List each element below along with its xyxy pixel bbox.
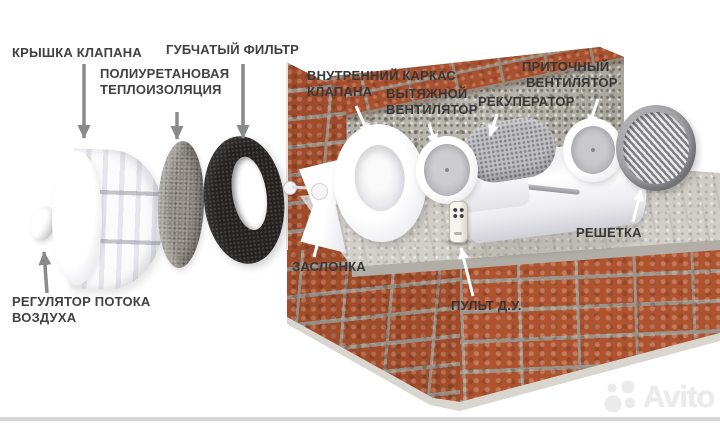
supply-fan-face [563, 118, 623, 182]
exhaust-fan-hub-dot [445, 168, 449, 172]
label-supply-fan: ПРИТОЧНЫЙ ВЕНТИЛЯТОР [522, 59, 618, 91]
label-flow-regulator-line1: РЕГУЛЯТОР ПОТОКА [12, 294, 151, 309]
label-insulation-line2: ТЕПЛОИЗОЛЯЦИЯ [100, 82, 222, 97]
label-exhaust-fan-line2: ВЕНТИЛЯТОР [386, 102, 478, 117]
avito-circles-icon [604, 380, 636, 413]
label-flow-regulator: РЕГУЛЯТОР ПОТОКА ВОЗДУХА [12, 294, 151, 326]
label-inner-frame: ВНУТРЕННИЙ КАРКАС КЛАПАНА [307, 68, 456, 100]
insulation-disc [155, 140, 207, 269]
label-remote: ПУЛЬТ Д.У. [451, 298, 522, 313]
label-flow-regulator-line2: ВОЗДУХА [12, 310, 77, 325]
label-grille: РЕШЕТКА [576, 225, 642, 240]
label-damper: ЗАСЛОНКА [292, 259, 366, 274]
remote-control [449, 201, 468, 243]
inner-frame-opening [352, 143, 407, 213]
sponge-filter-ring [197, 132, 291, 268]
grille-ring [616, 105, 696, 191]
label-insulation: ПОЛИУРЕТАНОВАЯ ТЕПЛОИЗОЛЯЦИЯ [100, 66, 229, 98]
label-exhaust-fan-line1: ВЫТЯЖНОЙ [386, 86, 468, 101]
arrow-flow-regulator [38, 251, 52, 294]
label-supply-fan-line2: ВЕНТИЛЯТОР [526, 75, 618, 90]
sponge-filter-hole [226, 154, 272, 233]
supply-fan-hub-dot [591, 148, 595, 152]
avito-watermark-text: Avito [643, 379, 715, 414]
grille-mesh [623, 112, 689, 184]
exhaust-fan-face [416, 136, 478, 204]
label-inner-frame-line2: КЛАПАНА [307, 84, 373, 99]
label-insulation-line1: ПОЛИУРЕТАНОВАЯ [100, 66, 230, 81]
valve-cover-face [52, 151, 102, 285]
label-sponge-filter: ГУБЧАТЫЙ ФИЛЬТР [166, 42, 300, 57]
label-supply-fan-line1: ПРИТОЧНЫЙ [522, 59, 610, 74]
remote-button-bar [454, 232, 462, 235]
label-valve-cover: КРЫШКА КЛАПАНА [12, 45, 142, 60]
label-exhaust-fan: ВЫТЯЖНОЙ ВЕНТИЛЯТОР [386, 86, 478, 118]
bottom-page-rule [0, 417, 720, 421]
label-recuperator: РЕКУПЕРАТОР [478, 94, 575, 109]
damper-hub [311, 183, 328, 200]
label-inner-frame-line1: ВНУТРЕННИЙ КАРКАС [307, 68, 457, 83]
avito-watermark: Avito [602, 379, 715, 415]
